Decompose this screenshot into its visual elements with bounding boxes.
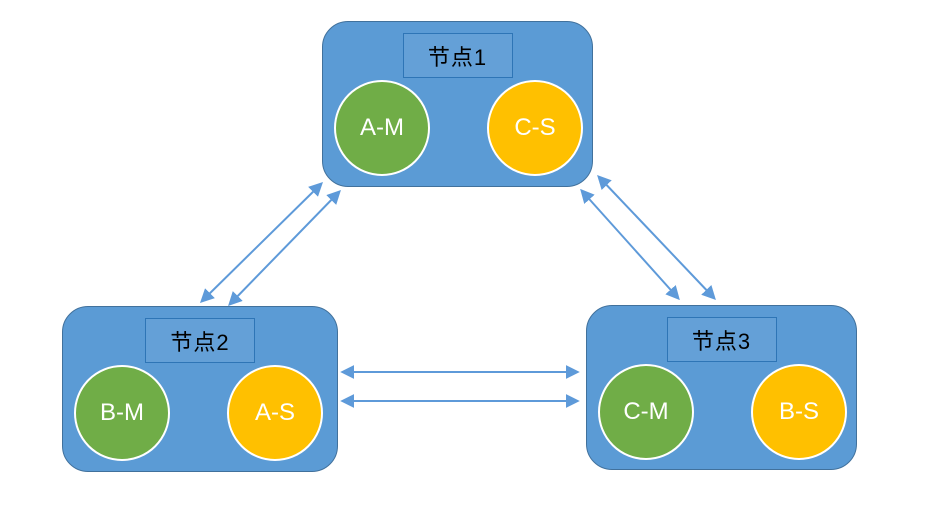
node-3-label-box: 节点3 (666, 317, 777, 362)
node-3-slave-label: B-S (778, 398, 819, 425)
connector-node1-node3-b (597, 174, 716, 301)
node-3-master-label: C-M (623, 398, 669, 425)
node-3-slave-circle: B-S (751, 364, 847, 460)
node-2-slave-circle: A-S (227, 365, 323, 461)
connector-node1-node2-b (228, 189, 341, 307)
node-2-master-label: B-M (100, 399, 144, 426)
node-1: 节点1 A-M C-S (322, 21, 593, 187)
node-1-slave-label: C-S (514, 114, 556, 141)
node-2-slave-label: A-S (254, 399, 295, 426)
node-2-label: 节点2 (170, 329, 230, 355)
node-2-label-box: 节点2 (145, 318, 255, 363)
node-1-slave-circle: C-S (487, 80, 583, 176)
node-1-master-label: A-M (360, 114, 404, 141)
node-1-label: 节点1 (427, 44, 488, 70)
connector-node1-node2-a (200, 182, 323, 303)
node-3-master-circle: C-M (598, 364, 694, 460)
node-3-label: 节点3 (691, 328, 752, 354)
node-2: 节点2 B-M A-S (62, 306, 338, 472)
node-2-master-circle: B-M (74, 365, 170, 461)
node-1-label-box: 节点1 (402, 33, 513, 78)
node-3: 节点3 C-M B-S (586, 305, 857, 470)
node-1-master-circle: A-M (334, 80, 430, 176)
